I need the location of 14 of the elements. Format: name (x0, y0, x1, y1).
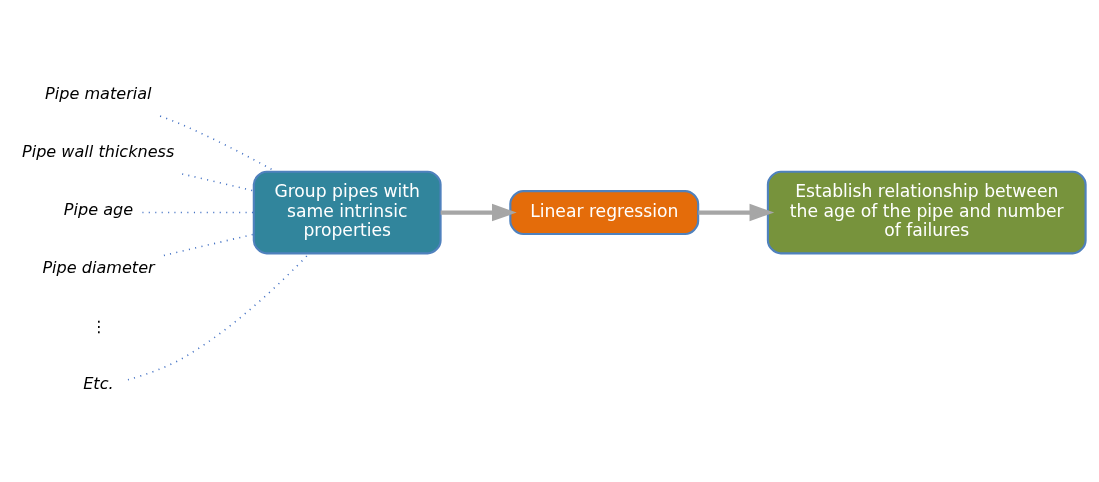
node-text: Etc. (83, 373, 114, 393)
node-text: Pipe material (45, 83, 152, 103)
arrow (440, 203, 517, 221)
node-box: Establish relationship between the age of the pipe and number of failures (766, 170, 1087, 254)
arrow (698, 203, 775, 221)
connector (141, 211, 255, 213)
connector (163, 233, 255, 256)
node-text: Pipe wall thickness (22, 141, 175, 161)
node-box: Group pipes with same intrinsic properties (252, 170, 442, 254)
node-text: Pipe diameter (42, 257, 155, 277)
connector (181, 172, 255, 192)
label: ⋮ (90, 316, 107, 336)
node-box: Linear regression (509, 189, 700, 235)
node-text: Pipe age (63, 199, 134, 219)
